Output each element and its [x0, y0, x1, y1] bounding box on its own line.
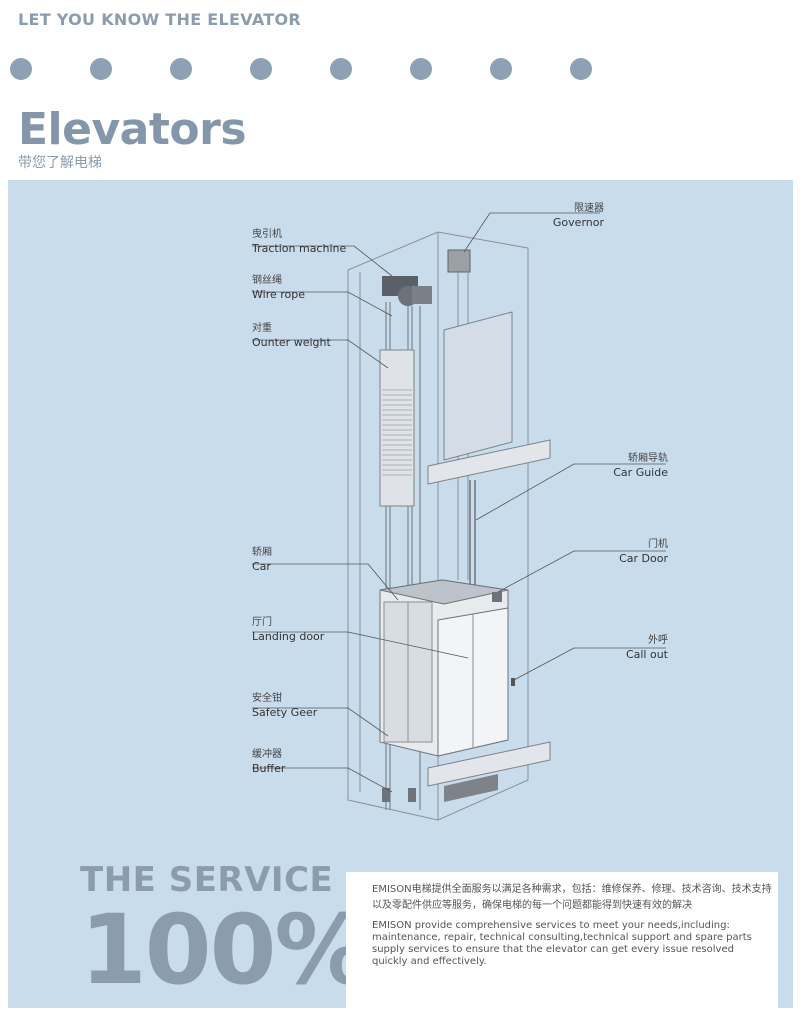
service-description-cn: EMISON电梯提供全面服务以满足各种需求，包括：维修保养、修理、技术咨询、技术… — [372, 884, 772, 911]
label-landing-door: 厅门 Landing door — [252, 616, 324, 644]
label-cn: 轿厢 — [252, 547, 272, 558]
label-en: Governor — [552, 216, 604, 229]
elevator-diagram — [252, 212, 666, 821]
label-cn: 厅门 — [252, 617, 272, 628]
label-cn: 对重 — [252, 323, 272, 334]
lower-landing — [427, 741, 551, 802]
dot — [90, 58, 112, 80]
label-cn: 曳引机 — [252, 229, 282, 240]
dot — [570, 58, 592, 80]
elevator-car — [379, 579, 509, 757]
leader-lines — [252, 212, 666, 793]
label-cn: 缓冲器 — [252, 749, 282, 760]
service-description-box: EMISON电梯提供全面服务以满足各种需求，包括：维修保养、修理、技术咨询、技术… — [346, 872, 778, 1008]
label-call-out: 外呼 Call out — [604, 634, 668, 662]
dot — [410, 58, 432, 80]
label-en: Landing door — [252, 630, 325, 643]
label-car-guide: 轿厢导轨 Car Guide — [604, 452, 668, 480]
decorative-dots — [10, 58, 610, 82]
label-en: Ounter weight — [252, 336, 331, 349]
header-kicker: LET YOU KNOW THE ELEVATOR — [18, 10, 302, 29]
label-traction-machine: 曳引机 Traction machine — [252, 228, 346, 256]
upper-landing — [427, 311, 551, 485]
label-en: Car Door — [619, 552, 668, 565]
label-en: Call out — [625, 648, 668, 661]
dot — [330, 58, 352, 80]
traction-machine — [382, 276, 432, 306]
dot — [250, 58, 272, 80]
service-percent: 100% — [80, 894, 371, 1006]
dot — [490, 58, 512, 80]
label-cn: 轿厢导轨 — [628, 453, 668, 464]
label-en: Car Guide — [613, 466, 668, 479]
label-en: Safety Geer — [252, 706, 318, 719]
label-safety-gear: 安全钳 Safety Geer — [252, 692, 317, 720]
label-en: Buffer — [252, 762, 286, 775]
call-button — [511, 678, 515, 686]
label-car-door: 门机 Car Door — [604, 538, 668, 566]
label-cn: 外呼 — [648, 635, 668, 646]
service-description-en: EMISON provide comprehensive services to… — [372, 920, 752, 967]
buffer — [382, 788, 416, 802]
label-cn: 安全钳 — [252, 693, 282, 704]
label-cn: 门机 — [648, 539, 668, 550]
page-title: Elevators — [18, 104, 247, 155]
label-cn: 限速器 — [574, 203, 604, 214]
label-en: Traction machine — [252, 242, 347, 255]
service-title: THE SERVICE — [80, 860, 334, 900]
car-guide-rail — [469, 480, 476, 600]
label-car: 轿厢 Car — [252, 546, 272, 574]
label-cn: 钢丝绳 — [252, 275, 282, 286]
diagram-panel: 曳引机 Traction machine 钢丝绳 Wire rope 对重 Ou… — [8, 180, 793, 1008]
page-subtitle: 带您了解电梯 — [18, 155, 102, 171]
label-wire-rope: 钢丝绳 Wire rope — [252, 274, 305, 302]
label-en: Wire rope — [252, 288, 305, 301]
label-buffer: 缓冲器 Buffer — [252, 748, 285, 776]
dot — [170, 58, 192, 80]
label-counterweight: 对重 Ounter weight — [252, 322, 331, 350]
dot — [10, 58, 32, 80]
label-governor: 限速器 Governor — [548, 202, 604, 230]
counterweight — [379, 349, 415, 507]
label-en: Car — [252, 560, 271, 573]
